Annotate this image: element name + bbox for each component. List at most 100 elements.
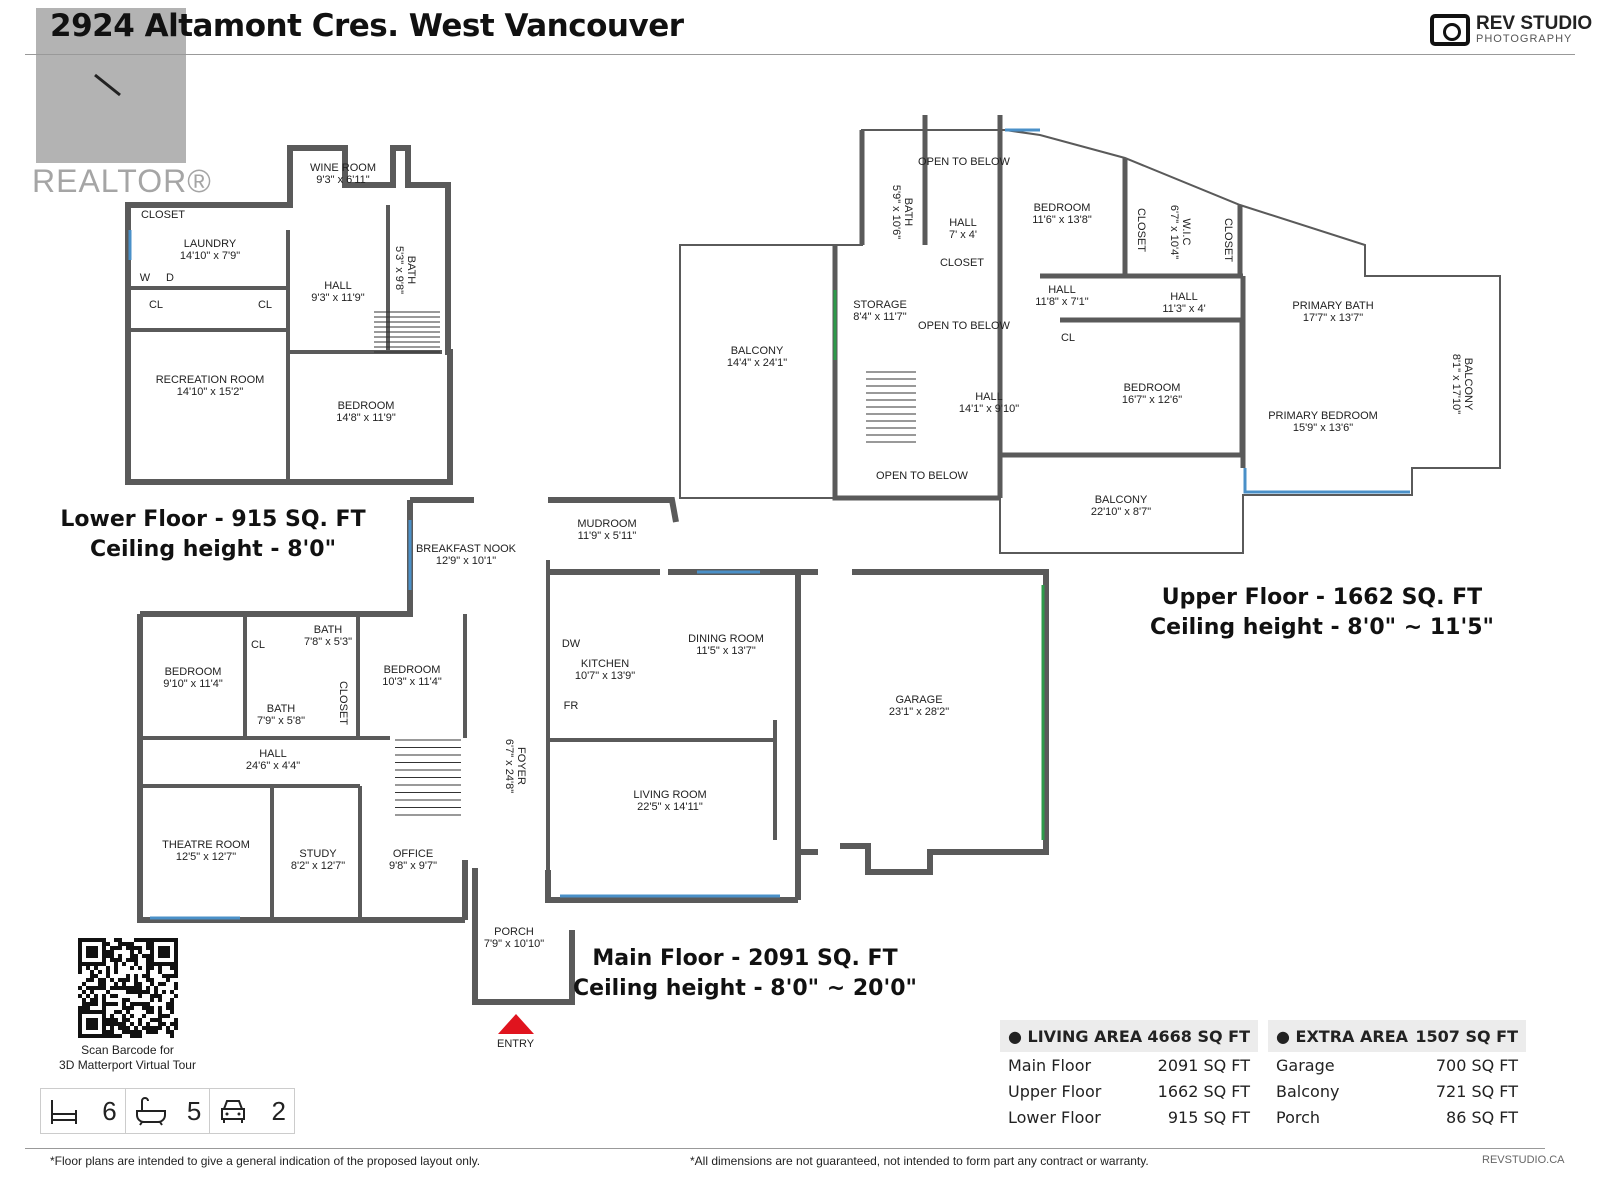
qr-module xyxy=(86,978,90,982)
row-label: Balcony xyxy=(1276,1081,1340,1101)
qr-module xyxy=(170,1006,174,1010)
qr-module xyxy=(154,990,158,994)
qr-module xyxy=(78,938,82,942)
room-dimensions: 11'6" x 13'8" xyxy=(1032,214,1092,226)
qr-module xyxy=(90,1010,94,1014)
footer-divider xyxy=(25,1148,1545,1149)
qr-module xyxy=(102,1026,106,1030)
qr-module xyxy=(142,990,146,994)
qr-module xyxy=(94,1018,98,1022)
qr-module xyxy=(78,1026,82,1030)
brand-name: REV STUDIO xyxy=(1476,13,1593,34)
qr-module xyxy=(82,1034,86,1038)
qr-module xyxy=(146,1010,150,1014)
room-name: HALL xyxy=(259,748,287,760)
qr-module xyxy=(90,938,94,942)
qr-module xyxy=(94,962,98,966)
upper-floor-outline xyxy=(679,129,1501,554)
main-floor-area: Main Floor - 2091 SQ. FT xyxy=(592,946,898,971)
realtor-text: REALTOR® xyxy=(32,163,212,199)
qr-module xyxy=(98,1010,102,1014)
qr-module xyxy=(86,966,90,970)
room-name: OPEN TO BELOW xyxy=(918,320,1010,332)
qr-module xyxy=(162,974,166,978)
qr-module xyxy=(158,1014,162,1018)
qr-module xyxy=(146,942,150,946)
qr-module xyxy=(106,1034,110,1038)
qr-module xyxy=(150,942,154,946)
qr-module xyxy=(174,1022,178,1026)
bathtub-icon xyxy=(135,1097,166,1126)
qr-module xyxy=(102,998,106,1002)
qr-module xyxy=(82,962,86,966)
qr-module xyxy=(154,994,158,998)
qr-module xyxy=(90,1026,94,1030)
qr-module xyxy=(114,958,118,962)
row-value: 721 SQ FT xyxy=(1435,1081,1518,1101)
room-name: MUDROOM xyxy=(577,518,637,530)
room-name: PRIMARY BATH xyxy=(1292,300,1374,312)
qr-module xyxy=(138,1018,142,1022)
qr-module xyxy=(118,958,122,962)
footer-disclaimer-dimensions: *All dimensions are not guaranteed, not … xyxy=(690,1154,1149,1168)
room-dimensions: 14'8" x 11'9" xyxy=(336,412,396,424)
qr-module xyxy=(94,986,98,990)
qr-module xyxy=(150,998,154,1002)
qr-module xyxy=(90,974,94,978)
qr-module xyxy=(130,1006,134,1010)
qr-module xyxy=(130,1022,134,1026)
qr-module xyxy=(110,958,114,962)
qr-module xyxy=(102,1034,106,1038)
qr-module xyxy=(174,942,178,946)
qr-code[interactable] xyxy=(78,938,178,1038)
qr-module xyxy=(174,938,178,942)
qr-module xyxy=(106,954,110,958)
qr-module xyxy=(134,990,138,994)
room-label: CLOSET xyxy=(337,681,349,725)
qr-module xyxy=(126,946,130,950)
room-dimensions: 10'7" x 13'9" xyxy=(574,670,636,682)
qr-module xyxy=(90,1018,94,1022)
room-name: BALCONY xyxy=(1462,357,1474,411)
qr-module xyxy=(174,982,178,986)
qr-module xyxy=(78,1006,82,1010)
room-label: DW xyxy=(562,638,580,650)
qr-module xyxy=(130,946,134,950)
qr-module xyxy=(146,970,150,974)
qr-module xyxy=(122,1006,126,1010)
qr-module xyxy=(154,1026,158,1030)
qr-module xyxy=(126,1006,130,1010)
qr-module xyxy=(138,938,142,942)
qr-module xyxy=(162,938,166,942)
room-dimensions: 9'10" x 11'4" xyxy=(163,678,223,690)
qr-module xyxy=(146,978,150,982)
qr-module xyxy=(118,978,122,982)
qr-module xyxy=(122,1014,126,1018)
room-name: BEDROOM xyxy=(383,664,441,676)
qr-module xyxy=(110,1018,114,1022)
room-name: THEATRE ROOM xyxy=(162,839,250,851)
qr-module xyxy=(94,974,98,978)
room-name: PORCH xyxy=(494,926,534,938)
qr-module xyxy=(78,986,82,990)
room-label: CL xyxy=(258,299,272,311)
qr-module xyxy=(142,1002,146,1006)
qr-module xyxy=(158,938,162,942)
qr-module xyxy=(138,1030,142,1034)
room-dimensions: 7'9" x 10'10" xyxy=(483,938,545,950)
qr-module xyxy=(154,1030,158,1034)
qr-module xyxy=(106,950,110,954)
realtor-watermark: REALTOR® xyxy=(32,8,212,203)
extra-area-total: 1507 SQ FT xyxy=(1415,1026,1518,1046)
room-name: W.I.C xyxy=(1180,218,1192,246)
qr-module xyxy=(170,998,174,1002)
qr-module xyxy=(134,946,138,950)
row-label: Lower Floor xyxy=(1008,1107,1101,1127)
qr-module xyxy=(90,962,94,966)
room-name: LAUNDRY xyxy=(183,238,237,250)
